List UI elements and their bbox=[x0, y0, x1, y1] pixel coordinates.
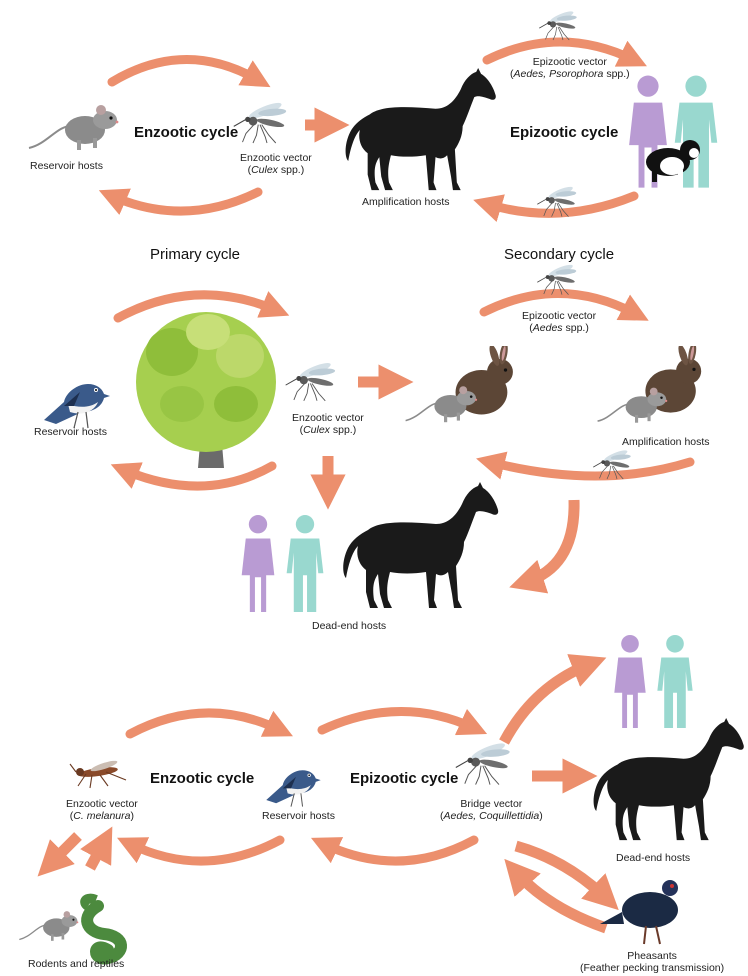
enzootic-vector-species: (Culex spp.) bbox=[247, 164, 305, 176]
arrow-primary-top bbox=[113, 290, 290, 323]
panel-2 bbox=[43, 262, 702, 612]
epizootic-vector-species: (Aedes, Psorophora spp.) bbox=[510, 68, 630, 80]
amplification-hosts-label: Amplification hosts bbox=[362, 196, 450, 208]
arrow-p3-epizootic-bottom bbox=[310, 835, 479, 866]
enzootic-vector-label: Enzootic vector (C. melanura) bbox=[66, 798, 138, 822]
secondary-cycle-heading: Secondary cycle bbox=[504, 246, 615, 263]
human-female-icon bbox=[241, 515, 275, 612]
reservoir-hosts-label: Reservoir hosts bbox=[30, 160, 103, 172]
arrow-p3-epizootic-top bbox=[317, 707, 488, 736]
enzootic-vector-name: Enzootic vector bbox=[66, 798, 138, 810]
bridge-vector-label: Bridge vector (Aedes, Coquillettidia) bbox=[440, 798, 543, 822]
arrow-p3-enzootic-top bbox=[125, 708, 293, 739]
enzootic-cycle-title: Enzootic cycle bbox=[150, 770, 255, 787]
arrow-primary-bottom bbox=[110, 461, 277, 491]
arrow-bridge-to-pheasant bbox=[514, 840, 619, 911]
mosquito-icon bbox=[285, 360, 336, 402]
rodent-icon bbox=[27, 103, 120, 152]
rodent-icon bbox=[596, 386, 669, 424]
dog-icon bbox=[646, 140, 700, 182]
pheasants-name: Pheasants bbox=[627, 950, 677, 962]
pheasants-note: (Feather pecking transmission) bbox=[580, 962, 725, 974]
mosquito-icon bbox=[455, 740, 511, 786]
epizootic-vector-species: (Aedes spp.) bbox=[529, 322, 589, 334]
enzootic-vector-name: Enzootic vector bbox=[292, 412, 364, 424]
enzootic-vector-species: (C. melanura) bbox=[69, 810, 134, 822]
reservoir-hosts-label: Reservoir hosts bbox=[34, 426, 107, 438]
human-male-icon bbox=[657, 634, 693, 729]
arrow-rodents-to-vector bbox=[80, 826, 113, 871]
enzootic-cycle-title: Enzootic cycle bbox=[134, 124, 239, 141]
pheasant-icon bbox=[600, 880, 678, 945]
bridge-vector-name: Bridge vector bbox=[460, 798, 523, 810]
horse-icon bbox=[343, 482, 499, 608]
bridge-vector-species: (Aedes, Coquillettidia) bbox=[440, 810, 543, 822]
horse-icon bbox=[593, 718, 744, 841]
primary-cycle-heading: Primary cycle bbox=[150, 246, 241, 263]
snake-icon bbox=[80, 893, 127, 965]
amplification-hosts-label: Amplification hosts bbox=[622, 436, 710, 448]
arrow-secondary-top bbox=[479, 289, 649, 321]
arrow-epizootic-bottom bbox=[473, 191, 639, 222]
enzootic-vector-name: Enzootic vector bbox=[240, 152, 312, 164]
arrow-vector-to-rodents bbox=[37, 832, 82, 877]
rodent-icon bbox=[404, 385, 478, 424]
epizootic-cycle-title: Epizootic cycle bbox=[510, 124, 619, 141]
epizootic-cycle-title: Epizootic cycle bbox=[350, 770, 459, 787]
arrow-enzootic-top bbox=[107, 55, 271, 88]
enzootic-vector-label: Enzootic vector (Culex spp.) bbox=[292, 412, 364, 436]
enzootic-vector-label: Enzootic vector (Culex spp.) bbox=[240, 152, 312, 176]
human-male-icon bbox=[286, 515, 324, 612]
bird-icon bbox=[43, 383, 111, 429]
epizootic-vector-label: Epizootic vector (Aedes spp.) bbox=[522, 310, 596, 334]
bird-icon bbox=[265, 769, 322, 808]
enzootic-vector-species: (Culex spp.) bbox=[299, 424, 357, 436]
tree-icon bbox=[136, 312, 276, 468]
panel-1 bbox=[27, 8, 718, 222]
arrow-enzootic-bottom bbox=[98, 187, 263, 216]
epizootic-vector-name: Epizootic vector bbox=[522, 310, 597, 322]
arrow-bridge-to-humans bbox=[499, 654, 607, 745]
rodent-icon bbox=[18, 910, 80, 942]
rodents-reptiles-label: Rodents and reptiles bbox=[28, 958, 125, 970]
human-female-icon bbox=[614, 634, 646, 729]
mosquito-icon bbox=[538, 8, 578, 41]
arrow-secondary-bottom bbox=[476, 451, 695, 481]
epizootic-vector-name: Epizootic vector bbox=[532, 56, 607, 68]
epizootic-vector-label: Epizootic vector (Aedes, Psorophora spp.… bbox=[510, 56, 630, 80]
reservoir-hosts-label: Reservoir hosts bbox=[262, 810, 335, 822]
horse-icon bbox=[345, 68, 496, 191]
pheasants-label: Pheasants (Feather pecking transmission) bbox=[580, 950, 724, 974]
arrow-p3-enzootic-bottom bbox=[117, 835, 285, 866]
dead-end-hosts-label: Dead-end hosts bbox=[312, 620, 387, 632]
arrow-pheasant-to-bridge bbox=[504, 858, 608, 934]
panel-3 bbox=[18, 634, 744, 965]
culiseta-mosquito-icon bbox=[69, 760, 127, 789]
dead-end-hosts-label: Dead-end hosts bbox=[616, 852, 691, 864]
mosquito-icon bbox=[233, 100, 288, 144]
arrow-epizootic-top bbox=[482, 37, 647, 67]
arrow-secondary-to-dead-end bbox=[509, 499, 580, 594]
